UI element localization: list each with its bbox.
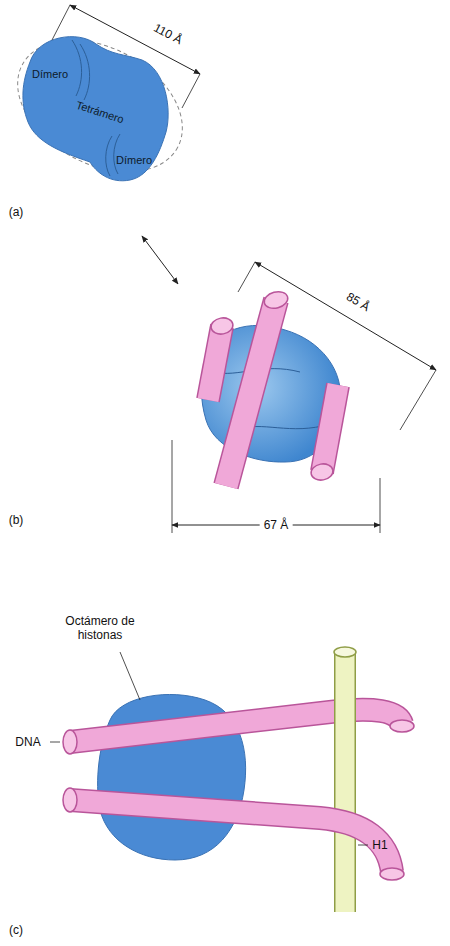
dna-rods — [63, 788, 404, 880]
envelope-outline — [0, 13, 205, 198]
extension-line — [238, 262, 255, 292]
h1-rod — [334, 647, 356, 912]
part-label: Octámero de histonas — [45, 614, 155, 643]
panel-letter: (c) — [9, 923, 23, 937]
panel-letter: (a) — [9, 205, 24, 219]
subunit-region: Dímero — [112, 153, 157, 167]
part-label: H1 — [372, 838, 387, 852]
extension-line — [52, 5, 70, 40]
panel-letter-text: (a) — [9, 205, 24, 219]
dimension-line — [70, 5, 200, 74]
extension-line — [172, 440, 173, 533]
dimension-label-text: 67 Å — [260, 518, 293, 532]
subunit-name: Dímero — [31, 68, 70, 80]
part-label-text: DNA — [15, 735, 40, 749]
dimension-label-text: 85 Å — [344, 289, 373, 314]
dimension-label-text: 110 Å — [151, 20, 185, 47]
dna-rods — [63, 710, 414, 754]
extension-line — [400, 370, 436, 430]
part-label: DNA — [15, 735, 40, 749]
leader-line — [120, 652, 140, 700]
subunit-boundary — [106, 136, 112, 176]
dimension-line — [255, 262, 436, 370]
extension-line — [182, 74, 200, 108]
panel-letter-text: (c) — [9, 923, 23, 937]
dimension-label: 67 Å — [260, 518, 293, 532]
subunit-name: Dímero — [115, 154, 154, 166]
dimension-label: 110 Å — [151, 20, 185, 47]
part-label-text: H1 — [372, 838, 387, 852]
leader-line — [358, 845, 368, 846]
dna-rods — [208, 289, 338, 486]
subunit-region: Dímero — [28, 67, 73, 81]
subunit-boundary — [80, 44, 90, 100]
subunit-boundary — [72, 40, 82, 96]
panel-letter: (b) — [9, 513, 24, 527]
histone-core — [23, 37, 168, 181]
equilibrium-arrow — [142, 236, 178, 284]
part-label-text: Octámero de histonas — [45, 614, 155, 643]
panel-letter-text: (b) — [9, 513, 24, 527]
extension-line — [380, 478, 381, 533]
leader-line — [50, 742, 60, 743]
dimension-label: 85 Å — [344, 289, 373, 314]
